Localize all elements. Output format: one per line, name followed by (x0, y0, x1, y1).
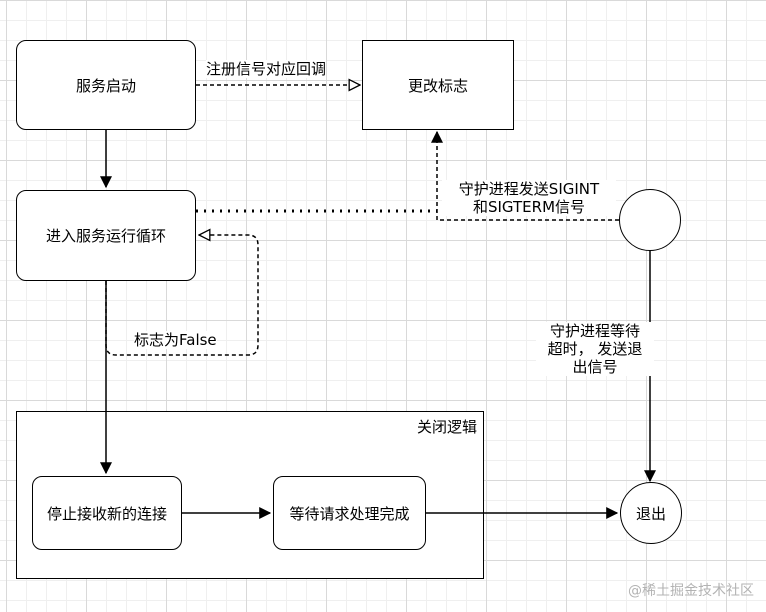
edge-flag-false-loop (105, 235, 259, 356)
wait-requests-node: 等待请求处理完成 (273, 476, 426, 550)
timeout-exit-line-1: 守护进程等待 (549, 322, 640, 340)
edge-daemon-to-flag (431, 130, 619, 221)
exit-node: 退出 (620, 482, 682, 544)
send-signals-line-1: 守护进程发送SIGINT (458, 180, 600, 198)
register-callback-label: 注册信号对应回调 (206, 60, 327, 78)
service-start-node: 服务启动 (16, 40, 196, 130)
timeout-exit-line-2: 超时， 发送退 (547, 340, 643, 358)
service-start-label: 服务启动 (75, 76, 136, 95)
watermark: @稀土掘金技术社区 (628, 583, 754, 599)
send-signals-label: 守护进程发送SIGINT 和SIGTERM信号 (442, 180, 616, 216)
stop-accepting-node: 停止接收新的连接 (32, 476, 182, 550)
enter-loop-label: 进入服务运行循环 (45, 227, 166, 245)
send-signals-line-2: 和SIGTERM信号 (472, 198, 586, 216)
daemon-node (619, 189, 681, 251)
timeout-exit-label: 守护进程等待 超时， 发送退 出信号 (536, 322, 654, 376)
change-flag-label: 更改标志 (407, 76, 468, 95)
change-flag-node: 更改标志 (362, 40, 514, 130)
timeout-exit-line-3: 出信号 (572, 358, 618, 376)
shutdown-logic-title: 关闭逻辑 (416, 418, 477, 436)
enter-loop-node: 进入服务运行循环 (16, 190, 196, 281)
stop-accepting-label: 停止接收新的连接 (46, 504, 167, 523)
wait-requests-label: 等待请求处理完成 (289, 504, 410, 523)
exit-label: 退出 (635, 504, 666, 523)
flag-false-label: 标志为False (134, 331, 217, 349)
